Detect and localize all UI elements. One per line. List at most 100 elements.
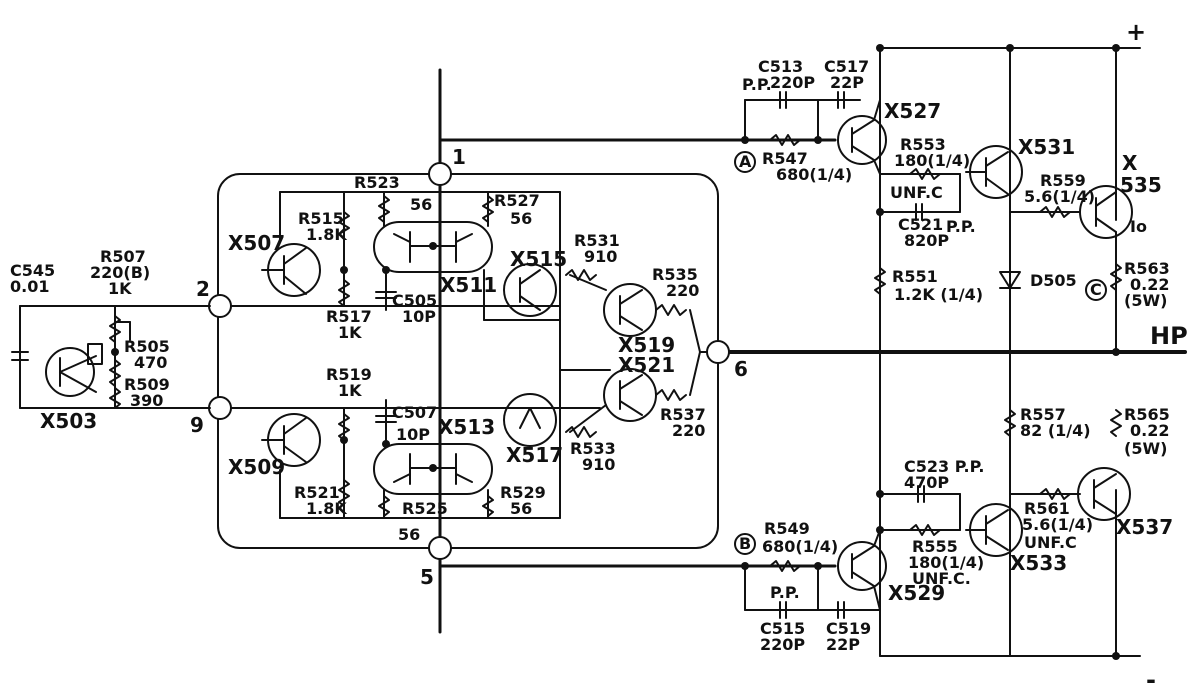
r561-label: R561 xyxy=(1024,499,1070,518)
node-a-label: A xyxy=(739,152,752,171)
r525-value: 56 xyxy=(398,525,420,544)
r551-value: 1.2K (1/4) xyxy=(894,285,983,304)
unfc-note-2: UNF.C xyxy=(1024,533,1077,552)
c519-label: C519 xyxy=(826,619,871,638)
r523-value: 56 xyxy=(410,195,432,214)
r515-value: 1.8K xyxy=(306,225,347,244)
x529-label: X529 xyxy=(888,581,945,605)
plus-rail-label: + xyxy=(1126,18,1146,46)
x509-label: X509 xyxy=(228,455,285,479)
x535-label-bottom: 535 xyxy=(1120,173,1162,197)
r565-value: 0.22 xyxy=(1130,421,1169,440)
c523-value: 470P xyxy=(904,473,949,492)
c545-value: 0.01 xyxy=(10,277,49,296)
r563-label: R563 xyxy=(1124,259,1170,278)
r555-value: 180(1/4) xyxy=(908,553,984,572)
junction-dots xyxy=(111,44,1120,660)
r529-value: 56 xyxy=(510,499,532,518)
c507-value: 10P xyxy=(396,425,430,444)
r559-label: R559 xyxy=(1040,171,1086,190)
r553-value: 180(1/4) xyxy=(894,151,970,170)
internal-capacitors xyxy=(375,291,397,423)
x535-label-top: X xyxy=(1122,151,1138,175)
r565-rating: (5W) xyxy=(1124,439,1167,458)
x517-label: X517 xyxy=(506,443,563,467)
output-label: HP xyxy=(1150,322,1188,350)
d505-label: D505 xyxy=(1030,271,1077,290)
minus-rail-label: - xyxy=(1146,666,1156,693)
r507-value: 220(B) xyxy=(90,263,150,282)
pin-6-label: 6 xyxy=(734,357,748,381)
c517-label: C517 xyxy=(824,57,869,76)
r517-label: R517 xyxy=(326,307,372,326)
r561-value: 5.6(1/4) xyxy=(1022,515,1093,534)
input-stage xyxy=(11,305,211,409)
pin-9-label: 9 xyxy=(190,413,204,437)
node-b-label: B xyxy=(739,534,751,553)
r505-label: R505 xyxy=(124,337,170,356)
r521-value: 1.8K xyxy=(306,499,347,518)
r527-label: R527 xyxy=(494,191,540,210)
c507-label: C507 xyxy=(392,403,437,422)
unfc-note-3: UNF.C. xyxy=(912,569,971,588)
x507-label: X507 xyxy=(228,231,285,255)
pin-5-label: 5 xyxy=(420,565,434,589)
r553-label: R553 xyxy=(900,135,946,154)
pin-2-label: 2 xyxy=(196,277,210,301)
r551-label: R551 xyxy=(892,267,938,286)
r509-value: 390 xyxy=(130,391,163,410)
r563-value: 0.22 xyxy=(1130,275,1169,294)
x537-label: X537 xyxy=(1116,515,1173,539)
r517-value: 1K xyxy=(338,323,362,342)
c505-label: C505 xyxy=(392,291,437,310)
r547-value: 680(1/4) xyxy=(776,165,852,184)
r533-value: 910 xyxy=(582,455,615,474)
r515-label: R515 xyxy=(298,209,344,228)
x503-label: X503 xyxy=(40,409,97,433)
r525-label: R525 xyxy=(402,499,448,518)
c545-label: C545 xyxy=(10,261,55,280)
r557-label: R557 xyxy=(1020,405,1066,424)
module-transistors xyxy=(261,221,657,495)
r533-label: R533 xyxy=(570,439,616,458)
io-label: Io xyxy=(1130,217,1147,236)
r519-label: R519 xyxy=(326,365,372,384)
r529-label: R529 xyxy=(500,483,546,502)
r563-rating: (5W) xyxy=(1124,291,1167,310)
r555-label: R555 xyxy=(912,537,958,556)
c517-value: 22P xyxy=(830,73,864,92)
c521-label: C521 xyxy=(898,215,943,234)
r559-value: 5.6(1/4) xyxy=(1024,187,1095,206)
pp-note-1: P.P. xyxy=(742,75,772,94)
x519-label: X519 xyxy=(618,333,675,357)
c505-value: 10P xyxy=(402,307,436,326)
c523-label: C523 P.P. xyxy=(904,457,984,476)
node-c-label: C xyxy=(1090,280,1102,299)
pin-connectors xyxy=(208,162,730,560)
r537-value: 220 xyxy=(672,421,705,440)
text-labels: + - HP 1 2 5 6 9 A B C X503 X507 X509 X5… xyxy=(10,18,1188,694)
r531-value: 910 xyxy=(584,247,617,266)
pp-note-3: P.P. xyxy=(946,217,976,236)
r519-value: 1K xyxy=(338,381,362,400)
c519-value: 22P xyxy=(826,635,860,654)
x515-label: X515 xyxy=(510,247,567,271)
r535-value: 220 xyxy=(666,281,699,300)
x513-label: X513 xyxy=(438,415,495,439)
r557-value: 82 (1/4) xyxy=(1020,421,1091,440)
r547-label: R547 xyxy=(762,149,808,168)
x527-label: X527 xyxy=(884,99,941,123)
c513-value: 220P xyxy=(770,73,815,92)
resistor-symbols xyxy=(338,195,687,517)
r509-label: R509 xyxy=(124,375,170,394)
c521-value: 820P xyxy=(904,231,949,250)
r523-label: R523 xyxy=(354,173,400,192)
r535-label: R535 xyxy=(652,265,698,284)
pin-1-label: 1 xyxy=(452,145,466,169)
x511-label: X511 xyxy=(440,273,497,297)
c513-label: C513 xyxy=(758,57,803,76)
x521-label: X521 xyxy=(618,353,675,377)
r507-label: R507 xyxy=(100,247,146,266)
